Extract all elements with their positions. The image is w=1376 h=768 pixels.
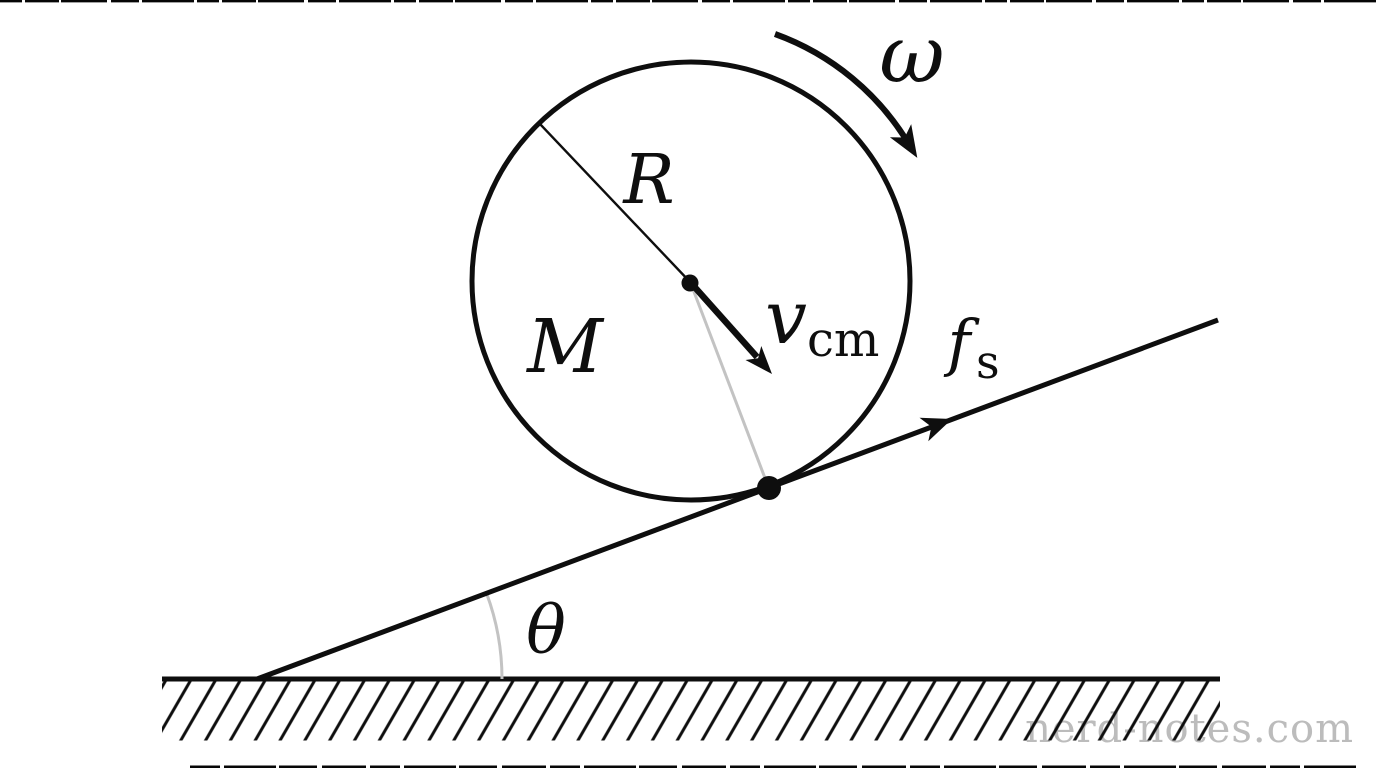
omega-arrowhead [889,124,918,158]
friction-label: f [944,306,981,379]
friction-sub-label: s [976,335,1000,389]
ball-radius-line [539,123,692,284]
radius-label: R [621,141,674,220]
center-to-contact-line [689,283,770,487]
incline-line [256,317,1219,682]
ball-center-dot [681,274,699,292]
omega-arc-arrow [773,31,913,148]
ground-hatching [162,681,1220,741]
vcm-label: v [765,275,807,361]
contact-point-dot [757,476,781,500]
theta-label: θ [526,592,566,669]
vcm-arrow-shaft [688,280,760,360]
theta-arc [485,592,504,680]
omega-label: ω [879,8,944,101]
vcm-sub-label: cm [807,312,879,368]
vcm-arrowhead [745,346,772,374]
friction-arrowhead [919,417,952,442]
mass-label: M [525,304,605,390]
